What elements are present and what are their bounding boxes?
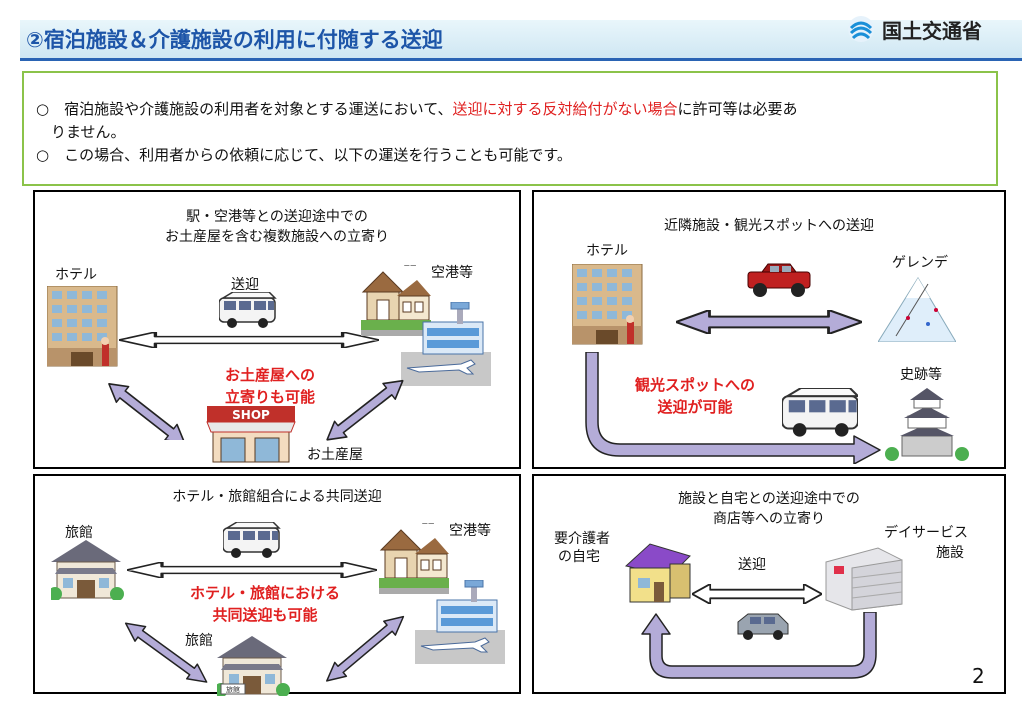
page-title: ②宿泊施設＆介護施設の利用に付随する送迎 [26, 28, 443, 52]
van-icon [223, 522, 280, 559]
panel-2-note-line-1: 観光スポットへの [634, 376, 755, 394]
daycare-home-return-arrow-icon [641, 612, 877, 679]
panel-3-title: ホテル・旅館組合による共同送迎 [172, 489, 382, 505]
title-underline [20, 58, 1022, 61]
home-daycare-arrow-icon [692, 584, 822, 604]
ministry-name: 国土交通省 [882, 19, 982, 43]
ryokan-inn-icon: 旅館 [217, 635, 291, 696]
panel-1-title-line-2: お土産屋を含む複数施設への立寄り [165, 229, 389, 245]
intro-line-2: りません。 [36, 123, 126, 141]
page-number: 2 [972, 664, 985, 688]
ski-slope-label: ゲレンデ [892, 255, 948, 271]
panel-tourist-spots: 近隣施設・観光スポットへの送迎 ホテル ゲレンデ 観光スポットへの 送迎が可能 … [532, 190, 1006, 469]
inn-station-arrow-icon [127, 562, 377, 578]
castle-icon [885, 388, 969, 461]
ryokan-inn-icon [51, 539, 125, 600]
souvenir-shop-label: お土産屋 [307, 447, 363, 463]
minivan-icon [737, 613, 789, 640]
panel-1-note-line-2: 立寄りも可能 [224, 388, 315, 406]
intro-line-1-highlight: 送迎に対する反対給付がない場合 [452, 100, 678, 118]
daycare-label-line-1: デイサービス [884, 525, 968, 541]
jeep-icon [747, 263, 811, 297]
intro-line-1-text: ○ 宿泊施設や介護施設の利用者を対象とする運送において、 [36, 100, 453, 118]
shop-station-arrow-icon [320, 372, 410, 442]
inn-label: 旅館 [65, 525, 93, 541]
hotel-shop-arrow-icon [105, 375, 192, 440]
ministry-logo-icon [848, 16, 874, 42]
hotel-label: ホテル [55, 267, 97, 283]
home-house-icon [624, 543, 691, 603]
souvenir-shop-icon: SHOP [206, 406, 296, 463]
daycare-label-line-2: 施設 [936, 545, 964, 561]
panel-3-note-line-1: ホテル・旅館における [189, 584, 340, 602]
panel-souvenir-stop: 駅・空港等との送迎途中での お土産屋を含む複数施設への立寄り ホテル 送迎 駅・… [33, 190, 521, 469]
hotel-ski-arrow-icon [676, 310, 862, 334]
home-label-line-2: の自宅 [558, 549, 600, 565]
panel-4-title-line-2: 商店等への立寄り [713, 511, 825, 527]
shop-sign-text: SHOP [232, 408, 270, 422]
inn-label-2: 旅館 [185, 633, 213, 649]
historic-site-label: 史跡等 [900, 367, 942, 383]
hotel-label: ホテル [586, 243, 628, 259]
panel-joint-pickup: ホテル・旅館組合による共同送迎 旅館 駅・空港等 ホテル・旅館における 共同送迎… [33, 474, 521, 696]
inn-station-diagonal-arrow-icon [320, 608, 410, 684]
intro-line-1-tail: に許可等は必要あ [677, 100, 798, 118]
van-icon [782, 388, 858, 438]
hotel-station-arrow-icon [119, 332, 379, 348]
panel-2-note-line-2: 送迎が可能 [657, 398, 733, 416]
inn-sign-text: 旅館 [226, 685, 240, 694]
van-icon [219, 292, 276, 329]
panel-daycare-pickup: 施設と自宅との送迎途中での 商店等への立寄り 要介護者 の自宅 送迎 デイサービ… [532, 474, 1006, 694]
panel-1-title-line-1: 駅・空港等との送迎途中での [186, 209, 368, 225]
intro-box: ○ 宿泊施設や介護施設の利用者を対象とする運送において、送迎に対する反対給付がな… [22, 71, 998, 186]
hotel-building-icon [47, 286, 118, 367]
ski-slope-icon [878, 277, 956, 342]
airport-icon [415, 580, 506, 665]
daycare-facility-icon [825, 547, 903, 611]
intro-line-1: ○ 宿泊施設や介護施設の利用者を対象とする運送において、送迎に対する反対給付がな… [36, 98, 797, 119]
panel-4-title-line-1: 施設と自宅との送迎途中での [678, 491, 860, 507]
pickup-label: 送迎 [231, 277, 259, 293]
pickup-label: 送迎 [738, 557, 766, 573]
hotel-historic-arrow-icon [585, 352, 881, 464]
panel-2-title: 近隣施設・観光スポットへの送迎 [664, 218, 874, 234]
panel-3-note-line-2: 共同送迎も可能 [212, 606, 318, 624]
home-label-line-1: 要介護者 [554, 531, 610, 547]
hotel-building-icon [572, 264, 643, 345]
panel-1-note-line-1: お土産屋への [224, 366, 315, 384]
intro-line-3: ○ この場合、利用者からの依頼に応じて、以下の運送を行うことも可能です。 [36, 146, 572, 164]
